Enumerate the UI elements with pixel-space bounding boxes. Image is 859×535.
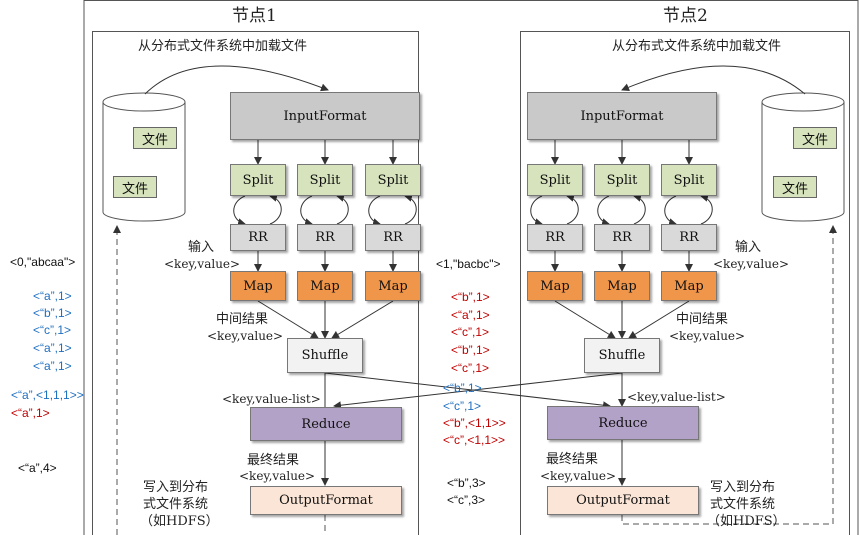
node2-final-label: 最终结果: [546, 452, 599, 467]
node1-split-1: Split: [230, 164, 286, 196]
node1-map-1: Map: [230, 271, 286, 301]
node1-write-line-3: （如HDFS）: [140, 514, 219, 529]
left-map-output-3: <“c”,1>: [33, 323, 72, 337]
node2-split-2: Split: [594, 164, 650, 196]
node2-split-1: Split: [527, 164, 583, 196]
node2-final-kv: <key,value>: [540, 469, 617, 483]
node2-write-line-2: 式文件系统: [710, 497, 776, 512]
node1-split-3: Split: [365, 164, 421, 196]
node2-storage-cylinder: [761, 92, 845, 222]
mid-map-output-3: <“c”,1>: [451, 325, 490, 339]
node2-rr-2: RR: [594, 224, 650, 251]
node1-flow-arrows: [233, 140, 611, 486]
node1-map-2: Map: [297, 271, 353, 301]
node2-map-2: Map: [594, 271, 650, 301]
node1-load-label: 从分布式文件系统中加载文件: [138, 39, 308, 54]
node2-rr-3: RR: [661, 224, 717, 251]
node2-map-3: Map: [661, 271, 717, 301]
write-back-dashed-paths: [113, 225, 837, 535]
node1-rr-3: RR: [365, 224, 421, 251]
left-input-record: <0,"abcaa">: [10, 255, 76, 269]
node2-split-3: Split: [661, 164, 717, 196]
node1-rr-2: RR: [297, 224, 353, 251]
node1-input-format: InputFormat: [230, 92, 420, 140]
node1-final-kv: <key,value>: [239, 469, 316, 483]
mid-map-output-1: <“b”,1>: [451, 290, 490, 304]
mid-reduce-input-blue-2: <“c”,1>: [443, 399, 482, 413]
node2-title: 节点2: [663, 6, 708, 26]
node2-input-format: InputFormat: [527, 92, 717, 140]
left-map-output-2: <“b”,1>: [33, 306, 72, 320]
mid-input-record: <1,"bacbc">: [436, 257, 501, 271]
node2-map-1: Map: [527, 271, 583, 301]
node2-mid-label: 中间结果: [676, 312, 729, 327]
left-final-result: <“a”,4>: [18, 461, 57, 475]
node1-storage-cylinder: [102, 92, 186, 222]
left-map-output-4: <“a”,1>: [33, 341, 72, 355]
node2-write-line-3: （如HDFS）: [707, 514, 786, 529]
node1-file-box-bottom: 文件: [113, 176, 157, 198]
node1-title: 节点1: [232, 6, 277, 26]
node1-final-label: 最终结果: [247, 453, 300, 468]
node2-kvlist-label: <key,value-list>: [627, 390, 726, 404]
node1-output-format: OutputFormat: [250, 486, 402, 515]
node2-reduce: Reduce: [547, 406, 699, 440]
node1-input-label: 输入: [188, 240, 215, 255]
node2-mid-kv: <key,value>: [669, 329, 746, 343]
node1-map-3: Map: [365, 271, 421, 301]
left-reduce-input-red: <“a”,1>: [11, 406, 50, 420]
node2-load-arrow: [621, 65, 806, 95]
node1-reduce: Reduce: [250, 407, 402, 441]
node1-write-line-2: 式文件系统: [143, 497, 209, 512]
node2-write-line-1: 写入到分布: [710, 480, 776, 495]
left-map-output-5: <“a”,1>: [33, 359, 72, 373]
node2-frame: [520, 31, 850, 535]
node1-rr-1: RR: [230, 224, 286, 251]
mid-final-result-1: <“b”,3>: [447, 476, 486, 490]
mid-reduce-input-red-2: <“c”,<1,1>>: [443, 433, 506, 447]
node1-kvlist-label: <key,value-list>: [222, 392, 321, 406]
mid-reduce-input-blue-1: <“b”,1>: [443, 381, 482, 395]
node2-input-kv: <key,value>: [713, 257, 790, 271]
node1-shuffle: Shuffle: [287, 338, 363, 373]
node2-output-format: OutputFormat: [547, 486, 699, 515]
left-map-output-1: <“a”,1>: [33, 289, 72, 303]
node1-file-box-top: 文件: [133, 127, 177, 149]
node2-shuffle: Shuffle: [584, 338, 660, 373]
node2-input-label: 输入: [735, 240, 762, 255]
node1-write-line-1: 写入到分布: [143, 480, 209, 495]
node1-split-2: Split: [297, 164, 353, 196]
node2-load-label: 从分布式文件系统中加载文件: [612, 39, 782, 54]
mid-final-result-2: <“c”,3>: [447, 493, 486, 507]
mid-map-output-2: <“a”,1>: [451, 308, 490, 322]
node1-mid-kv: <key,value>: [207, 329, 284, 343]
node2-flow-arrows: [333, 140, 713, 486]
node2-file-box-top: 文件: [793, 127, 837, 149]
mid-map-output-4: <“b”,1>: [451, 343, 490, 357]
node1-input-kv: <key,value>: [164, 257, 241, 271]
mid-reduce-input-red-1: <“b”,<1,1>>: [443, 416, 506, 430]
left-reduce-input-blue: <“a”,<1,1,1>>: [11, 388, 84, 402]
node2-rr-1: RR: [527, 224, 583, 251]
mid-map-output-5: <“c”,1>: [451, 361, 490, 375]
node2-file-box-bottom: 文件: [773, 176, 817, 198]
node1-load-arrow: [144, 65, 329, 95]
node1-mid-label: 中间结果: [216, 312, 269, 327]
